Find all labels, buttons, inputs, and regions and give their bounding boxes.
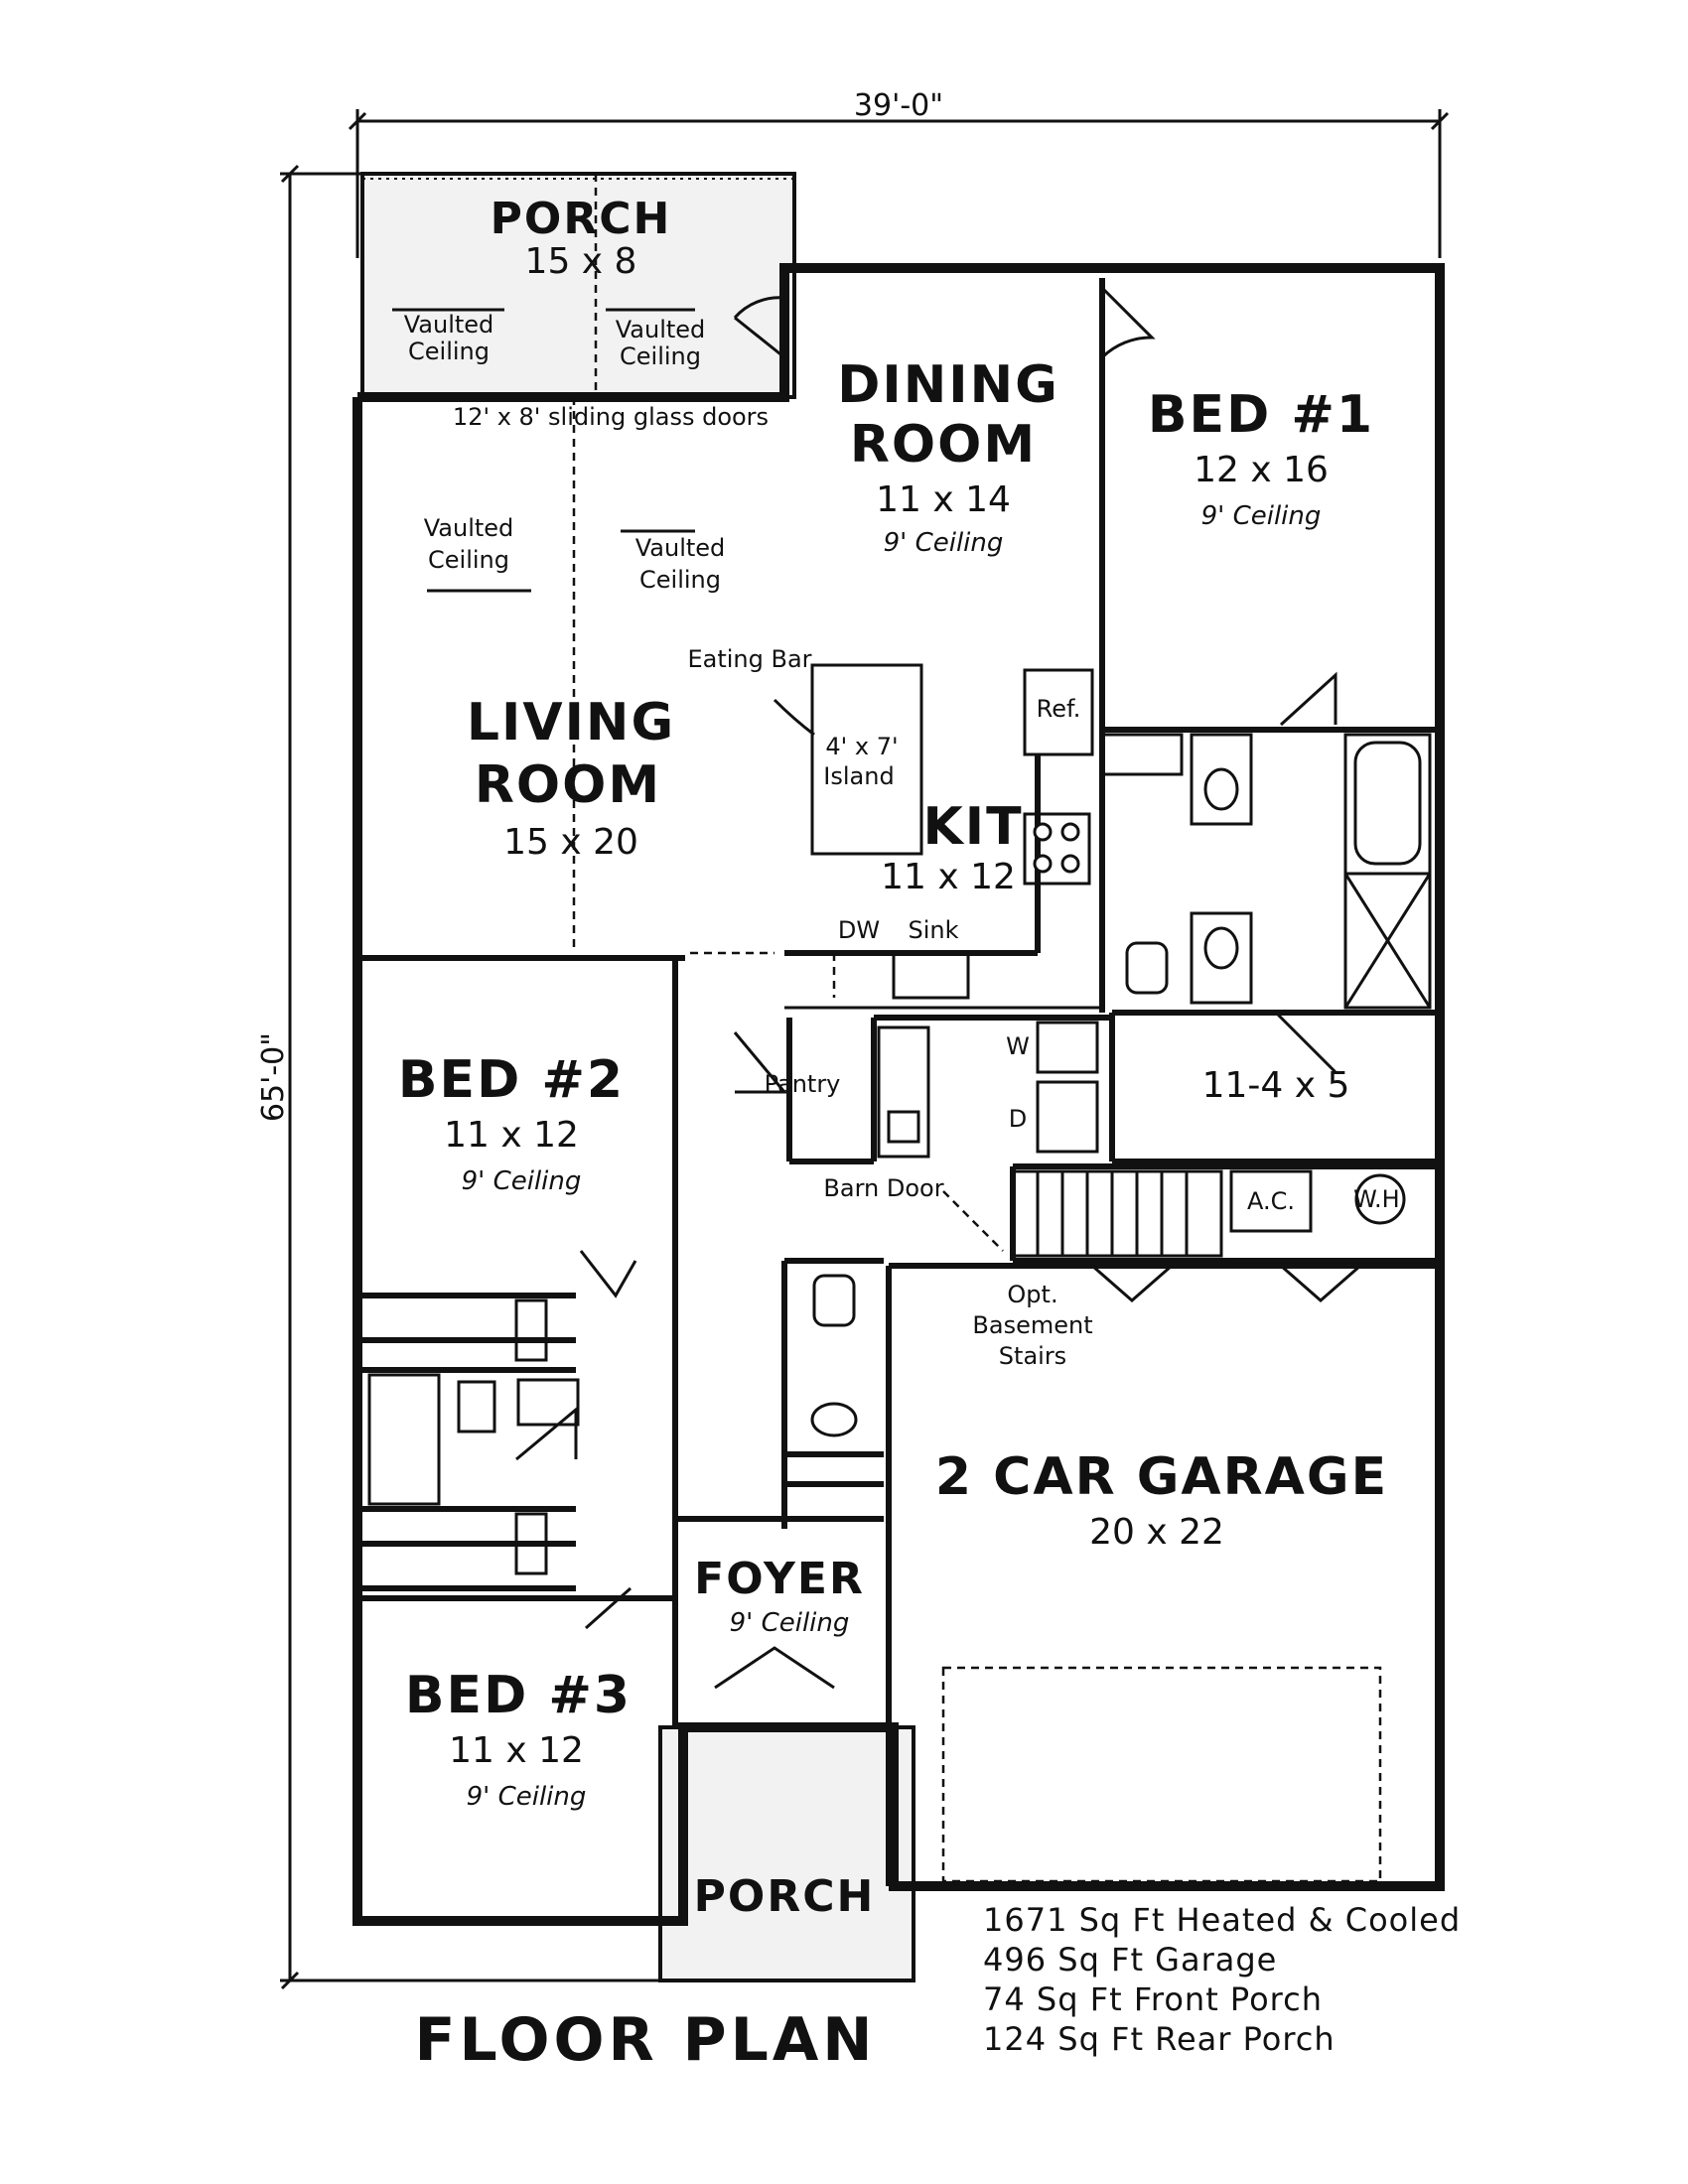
wh-note: W.H. <box>1353 1185 1407 1213</box>
front-porch-name: PORCH <box>694 1871 876 1922</box>
bed3-ceiling: 9' Ceiling <box>467 1782 587 1812</box>
ceiling-note-4: Ceiling <box>639 566 721 594</box>
utility-size: 11-4 x 5 <box>1202 1065 1350 1106</box>
ac-note: A.C. <box>1247 1187 1295 1215</box>
rear-porch-size: 15 x 8 <box>525 241 637 282</box>
door-swings <box>515 286 1361 1690</box>
depth-dimension-line <box>280 164 675 1990</box>
barn-door-note: Barn Door <box>823 1174 943 1202</box>
sink-note: Sink <box>908 916 958 944</box>
exterior-wall <box>352 263 1445 1926</box>
front-porch-slab <box>658 1725 915 1982</box>
island-size-note: 4' x 7' <box>825 733 898 760</box>
rear-porch-slab <box>360 172 796 399</box>
ref-note: Ref. <box>1037 695 1081 723</box>
bed2-size: 11 x 12 <box>444 1115 579 1156</box>
island-note: Island <box>823 762 894 790</box>
foyer-name: FOYER <box>694 1554 865 1604</box>
vaulted-note-3: Vaulted <box>424 514 514 542</box>
pantry-note: Pantry <box>765 1070 841 1098</box>
vaulted-note-2: Vaulted <box>616 316 706 343</box>
basement-note-line2: Basement <box>972 1311 1092 1339</box>
interior-walls <box>362 278 1435 1886</box>
kitchen-island <box>810 663 923 856</box>
dining-name-line2: ROOM <box>850 415 1037 475</box>
dryer-note: D <box>1009 1105 1027 1133</box>
sliding-doors-note: 12' x 8' sliding glass doors <box>453 403 769 431</box>
depth-dimension-label: 65'-0" <box>256 1032 291 1122</box>
bed1-name: BED #1 <box>1148 385 1374 445</box>
width-dimension-label: 39'-0" <box>854 88 943 123</box>
bed1-size: 12 x 16 <box>1194 450 1329 490</box>
washer-note: W <box>1006 1032 1030 1060</box>
range <box>1023 812 1091 886</box>
dining-ceiling: 9' Ceiling <box>884 528 1004 558</box>
garage-door-outline <box>941 1666 1382 1883</box>
width-dimension-line <box>348 109 1450 258</box>
garage-name: 2 CAR GARAGE <box>935 1447 1388 1507</box>
eating-bar-note: Eating Bar <box>687 645 811 673</box>
basement-note-line3: Stairs <box>999 1342 1066 1370</box>
bed1-ceiling: 9' Ceiling <box>1201 501 1322 531</box>
bed3-size: 11 x 12 <box>449 1730 584 1771</box>
dw-note: DW <box>838 916 880 944</box>
kitchen-name: KIT <box>922 797 1023 857</box>
bed3-name: BED #3 <box>405 1666 632 1725</box>
vaulted-note-1: Vaulted <box>404 311 494 339</box>
living-name-line1: LIVING <box>467 693 675 752</box>
basement-note-line1: Opt. <box>1007 1281 1057 1308</box>
stat-front-porch: 74 Sq Ft Front Porch <box>983 1980 1323 2018</box>
foyer-ceiling: 9' Ceiling <box>730 1608 850 1638</box>
bed2-name: BED #2 <box>398 1050 625 1110</box>
basement-stairs <box>1011 1169 1223 1258</box>
living-name-line2: ROOM <box>475 755 661 815</box>
rear-porch-name: PORCH <box>491 194 672 244</box>
page-title: FLOOR PLAN <box>414 2005 876 2075</box>
bed2-ceiling: 9' Ceiling <box>462 1166 582 1196</box>
kitchen-sink <box>892 951 970 1000</box>
garage-size: 20 x 22 <box>1089 1512 1224 1553</box>
dining-size: 11 x 14 <box>876 479 1011 520</box>
kitchen-size: 11 x 12 <box>881 857 1016 897</box>
ceiling-note-3: Ceiling <box>428 546 509 574</box>
stat-garage: 496 Sq Ft Garage <box>983 1941 1277 1979</box>
living-size: 15 x 20 <box>503 822 638 863</box>
stat-heated: 1671 Sq Ft Heated & Cooled <box>983 1901 1461 1939</box>
stat-rear-porch: 124 Sq Ft Rear Porch <box>983 2020 1336 2058</box>
ceiling-note-2: Ceiling <box>620 342 701 370</box>
ceiling-note-1: Ceiling <box>408 338 490 365</box>
vaulted-note-4: Vaulted <box>635 534 726 562</box>
dining-name-line1: DINING <box>837 355 1059 415</box>
